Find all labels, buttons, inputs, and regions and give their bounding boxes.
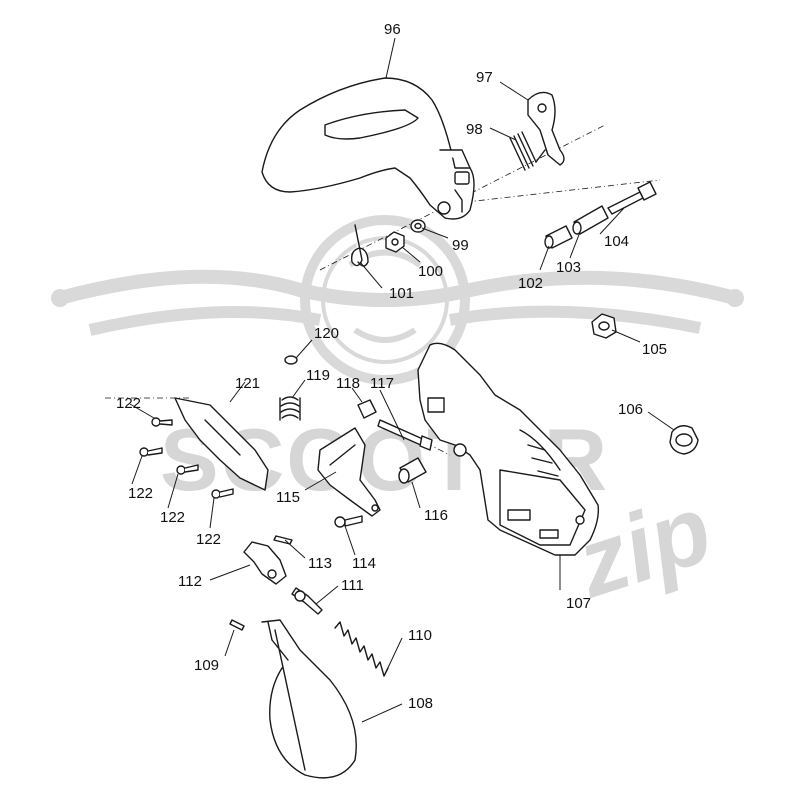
part-122-screw-d [211,488,234,499]
part-114-screw [334,515,363,528]
part-96-chain-guard-cover [261,77,475,220]
callout-99: 99 [452,237,469,254]
part-122-screw-a [151,417,173,427]
part-112-brake-lever [243,541,287,585]
callout-110: 110 [408,627,432,644]
part-118-nut [357,399,377,419]
part-113-pin [273,535,293,545]
part-103-sleeve [572,205,609,235]
callout-108: 108 [408,695,433,712]
callout-105: 105 [642,341,667,358]
callout-104: 104 [604,233,629,250]
part-115-guide-plate [317,427,381,517]
part-122-screw-c [176,464,199,475]
callout-111: 111 [341,577,364,594]
part-108-brake-band [261,619,357,779]
part-101-spring [350,224,369,267]
part-100-nut [385,231,405,253]
part-109-pin [229,619,245,631]
part-117-adjuster-screw [377,419,433,451]
part-104-bolt [607,181,657,215]
callout-109: 109 [194,657,219,674]
callout-102: 102 [518,275,543,292]
callout-113: 113 [308,555,332,572]
leader-lines [129,37,675,723]
callout-103: 103 [556,259,581,276]
callout-118: 118 [336,375,360,392]
callout-122-d: 122 [196,531,221,548]
watermark-emblem [51,215,744,385]
part-107-housing [417,342,600,556]
callout-120: 120 [314,325,339,342]
part-122-screw-b [139,447,163,457]
callout-122-c: 122 [160,509,185,526]
callout-119: 119 [306,367,330,384]
part-102-bushing [544,225,573,249]
part-116-adjuster [398,457,427,484]
part-99-washer [410,219,426,233]
callout-117: 117 [370,375,394,392]
callout-114: 114 [352,555,376,572]
callout-112: 112 [178,573,202,590]
part-111-link-rod [291,587,323,615]
part-119-spring [279,396,301,421]
part-105-flange-nut [591,313,617,339]
callout-106: 106 [618,401,643,418]
callout-98: 98 [466,121,483,138]
callout-96: 96 [384,21,401,38]
part-106-knob [669,425,699,455]
part-121-cover-plate [174,397,269,491]
callout-97: 97 [476,69,493,86]
callout-122-b: 122 [128,485,153,502]
callout-107: 107 [566,595,591,612]
callout-labels: 96 97 98 99 100 101 102 103 104 105 106 … [116,21,667,712]
callout-115: 115 [276,489,300,506]
part-110-coil-spring [334,621,389,677]
callout-116: 116 [424,507,448,524]
callout-121: 121 [235,375,260,392]
part-120-washer [284,355,298,365]
callout-100: 100 [418,263,443,280]
part-98-torsion-spring [509,131,546,171]
part-97-latch [527,91,565,166]
callout-101: 101 [389,285,414,302]
callout-122-a: 122 [116,395,141,412]
